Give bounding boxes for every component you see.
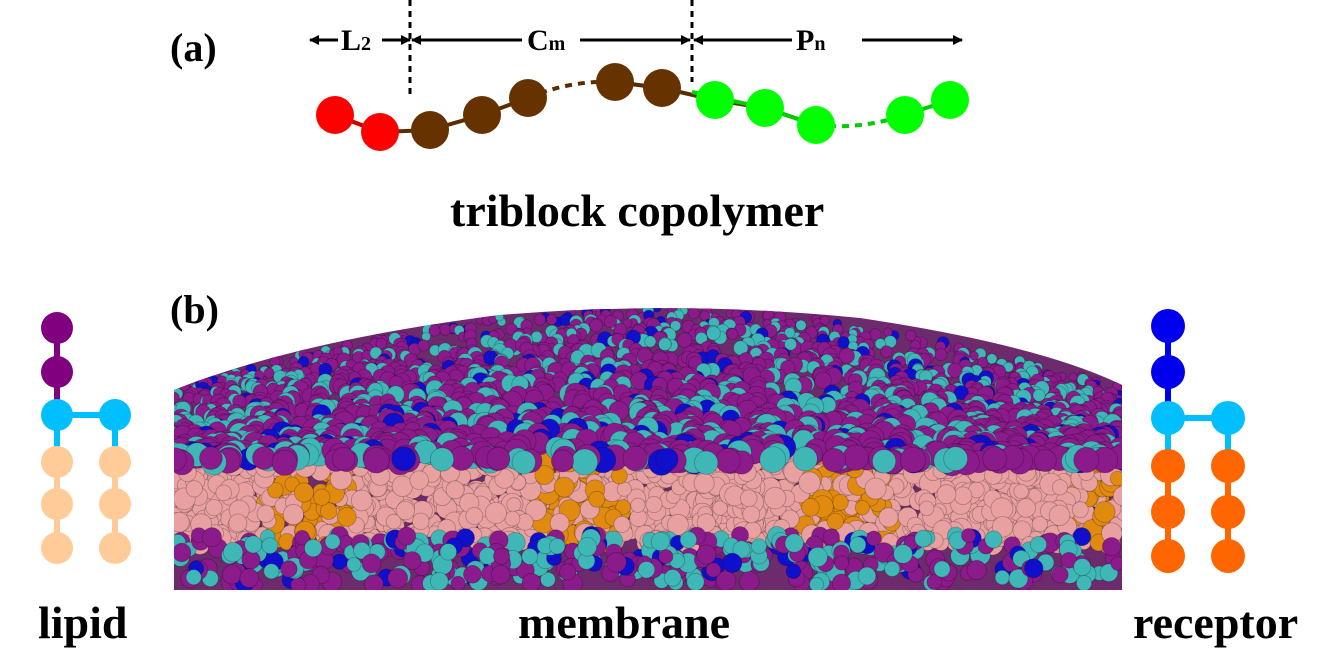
receptor-caption: receptor (1133, 597, 1299, 648)
receptor-schematic (1151, 309, 1245, 573)
copolymer-chain (316, 63, 969, 151)
segment-l-label: L2 (341, 24, 371, 57)
segment-labels: L2 Cm Pn (341, 24, 825, 57)
copolymer-caption: triblock copolymer (450, 185, 825, 236)
membrane-caption: membrane (518, 597, 731, 648)
p-beads (696, 81, 969, 144)
segment-dividers (408, 0, 694, 98)
c-beads (411, 63, 681, 149)
panel-b-label: (b) (170, 287, 219, 332)
lipid-schematic (41, 312, 131, 564)
membrane-image (174, 308, 1122, 590)
panel-a-label: (a) (170, 25, 217, 70)
l-beads (316, 96, 399, 151)
segment-c-label: Cm (527, 24, 566, 57)
segment-p-label: Pn (796, 24, 825, 57)
lipid-caption: lipid (38, 597, 128, 648)
